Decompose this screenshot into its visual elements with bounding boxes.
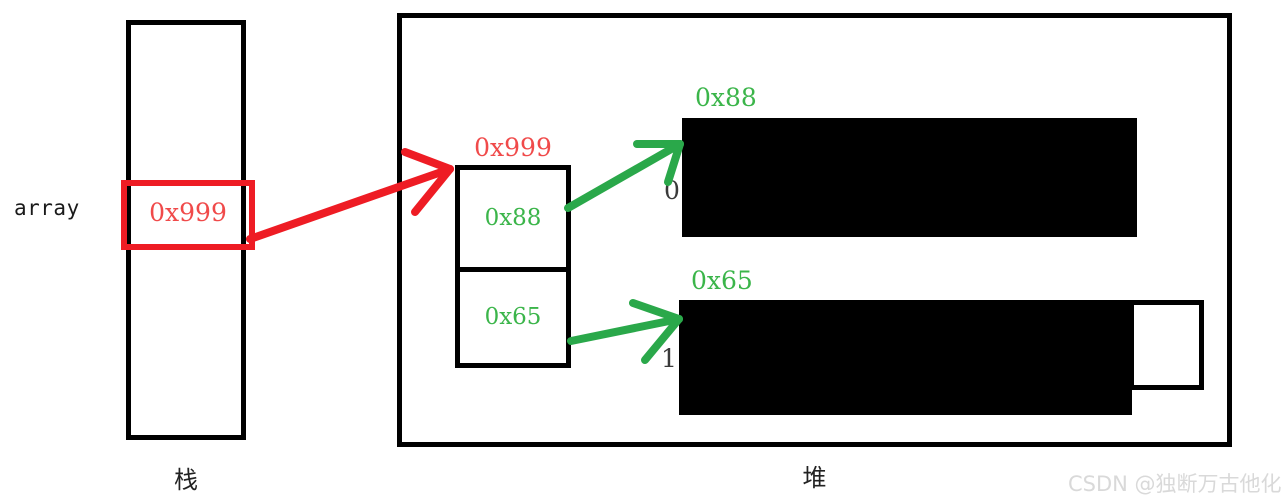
- heap-caption: 堆: [802, 464, 827, 492]
- heap-block-1-index: 1: [661, 344, 677, 373]
- heap-block-1: [679, 300, 1132, 415]
- heap-block-0-address-label: 0x88: [695, 83, 757, 112]
- pointer-array-address-label: 0x999: [474, 133, 552, 162]
- pointer-array-cell-0: 0x88: [484, 205, 542, 232]
- stack-slot-value: 0x999: [149, 198, 227, 227]
- heap-block-1-tail-cell: [1129, 300, 1204, 390]
- heap-block-1-address-label: 0x65: [691, 266, 753, 295]
- csdn-watermark: CSDN @独断万古他化: [1068, 472, 1282, 496]
- heap-block-0: [682, 118, 1137, 237]
- stack-caption: 栈: [174, 466, 198, 494]
- array-variable-label: array: [14, 196, 80, 220]
- pointer-array: 0x88 0x65: [455, 165, 571, 368]
- heap-block-0-index: 0: [664, 176, 680, 205]
- pointer-array-cell-1: 0x65: [460, 266, 566, 364]
- stack-container: [126, 20, 246, 440]
